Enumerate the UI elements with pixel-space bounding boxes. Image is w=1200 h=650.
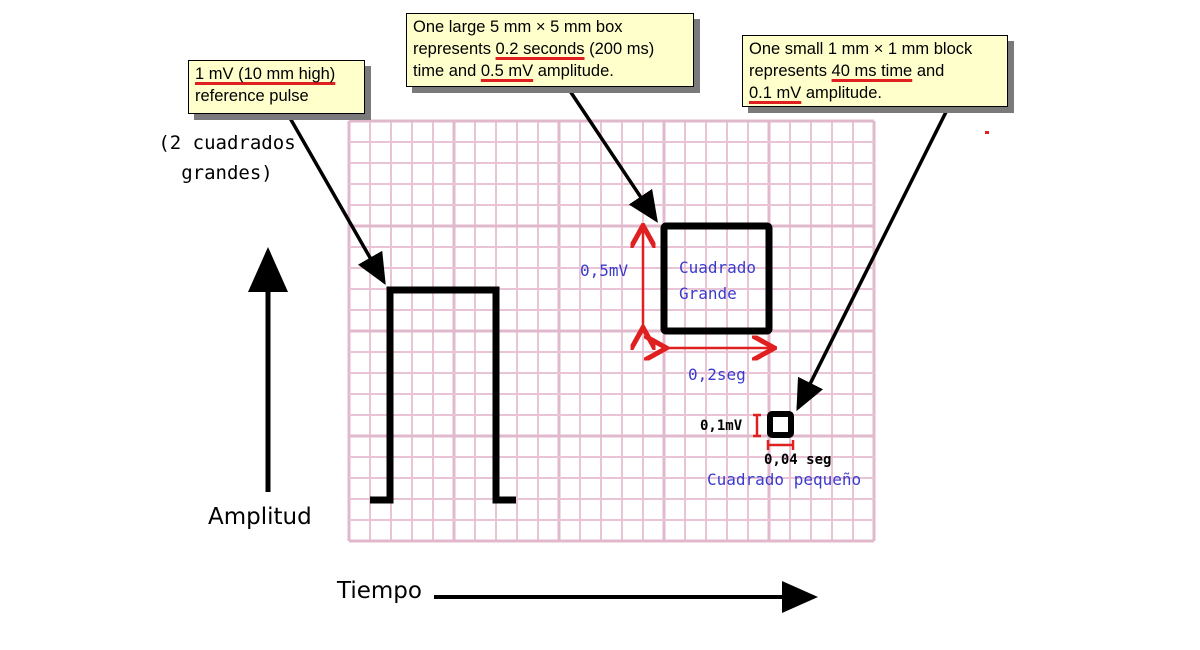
side-note-line1: (2 cuadrados — [158, 132, 296, 154]
reference-pulse-trace — [370, 286, 516, 504]
large-box-callout-seconds: 0.2 seconds — [495, 40, 585, 58]
small-square-height-label: 0,1mV — [700, 418, 743, 434]
small-square-width-label: 0,04 seg — [764, 452, 832, 468]
amplitude-axis-label: Amplitud — [208, 504, 312, 530]
large-square-outline — [660, 222, 773, 335]
side-note-line2: grandes) — [181, 162, 273, 184]
large-square-width-label: 0,2seg — [688, 365, 746, 384]
large-box-callout-line3-prefix: time and — [413, 62, 481, 80]
small-square-outline — [767, 411, 794, 438]
large-square-name-line2: Grande — [679, 284, 737, 303]
reference-pulse-callout: 1 mV (10 mm high) reference pulse — [188, 60, 365, 114]
large-box-callout: One large 5 mm × 5 mm box represents 0.2… — [406, 13, 694, 87]
large-box-callout-pointer — [566, 87, 658, 223]
small-square-name: Cuadrado pequeño — [707, 470, 862, 489]
large-square-name-line1: Cuadrado — [679, 258, 757, 277]
large-square-name: Cuadrado Grande — [679, 255, 756, 307]
time-axis-label: Tiempo — [337, 578, 422, 604]
large-box-callout-line1: One large 5 mm × 5 mm box — [413, 18, 623, 36]
small-box-callout-line2-prefix: represents — [749, 62, 832, 80]
small-box-callout: One small 1 mm × 1 mm block represents 4… — [742, 35, 1008, 107]
large-box-callout-line3-suffix: amplitude. — [533, 62, 614, 80]
large-box-callout-mv: 0.5 mV — [480, 62, 534, 80]
large-box-callout-line2-prefix: represents — [413, 40, 496, 58]
large-box-callout-line2-suffix: (200 ms) — [584, 40, 655, 58]
reference-callout-pointer — [288, 117, 386, 286]
two-large-squares-note: (2 cuadrados grandes) — [152, 128, 302, 188]
reference-callout-highlight: 1 mV (10 mm high) — [195, 65, 336, 83]
stray-red-dot — [985, 131, 989, 134]
large-square-height-label: 0,5mV — [580, 261, 629, 280]
small-box-callout-mv: 0.1 mV — [749, 84, 802, 102]
reference-callout-line2: reference pulse — [195, 87, 309, 105]
small-box-callout-pointer — [796, 107, 950, 412]
small-box-callout-ms: 40 ms time — [831, 62, 913, 80]
small-box-callout-line1: One small 1 mm × 1 mm block — [749, 40, 973, 58]
small-box-callout-line3-suffix: amplitude. — [801, 84, 882, 102]
ecg-grid-paper — [347, 119, 876, 543]
small-box-callout-line2-suffix: and — [912, 62, 945, 80]
